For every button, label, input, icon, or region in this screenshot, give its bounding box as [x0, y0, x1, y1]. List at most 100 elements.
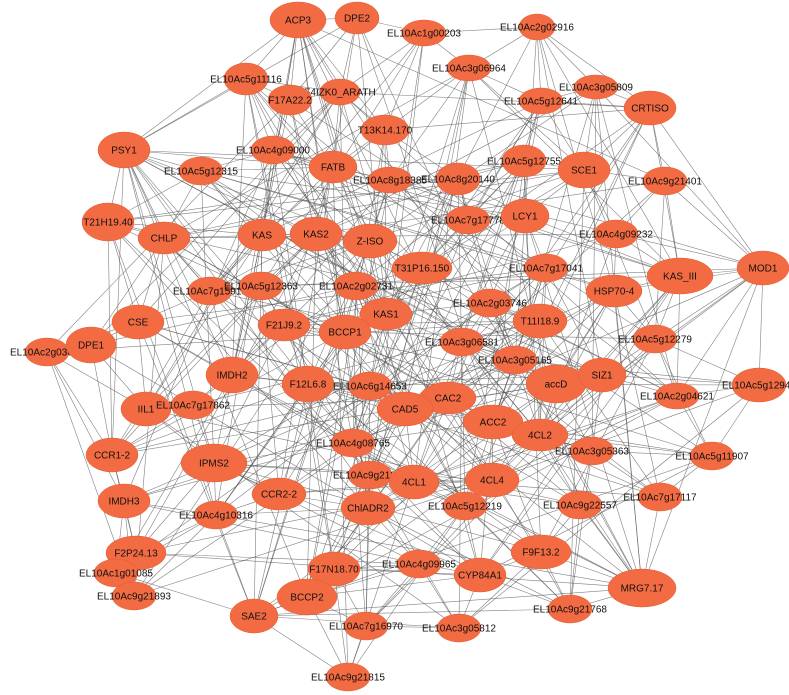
node-ellipse — [731, 367, 787, 403]
node-ellipse — [347, 371, 393, 401]
node-ellipse — [445, 205, 491, 235]
network-edge — [583, 169, 656, 340]
network-node: EL10Ac4g10316 — [179, 500, 253, 530]
node-label: T11I18.9 — [521, 317, 560, 328]
network-edge — [458, 384, 760, 629]
node-label: IMDH3 — [108, 497, 140, 508]
network-edge — [315, 178, 459, 235]
node-label: MOD1 — [749, 264, 778, 275]
node-label: EL10Ac7g15915 — [173, 287, 247, 298]
node-label: EL10Ac8g20140 — [421, 175, 495, 186]
network-node: EL10Ac2g04621 — [640, 382, 714, 410]
network-edge — [283, 267, 547, 326]
node-ellipse — [229, 598, 279, 634]
node-ellipse — [250, 135, 296, 165]
network-node: KAS1 — [359, 297, 413, 331]
node-label: T31P16.150 — [395, 264, 450, 275]
node-ellipse — [585, 274, 643, 308]
network-edge — [90, 344, 481, 576]
network-edge — [90, 237, 165, 346]
network-node: F17N18.70 — [307, 551, 361, 587]
network-node: Z-ISO — [342, 223, 398, 259]
network-edge — [536, 26, 651, 109]
node-label: F4IZK0_ARATH — [304, 88, 376, 99]
network-edge — [352, 285, 357, 444]
network-edge — [115, 302, 491, 574]
network-node: EL10Ac1g01085 — [79, 558, 153, 588]
network-edge — [261, 234, 603, 376]
node-label: EL10Ac3g05363 — [555, 447, 629, 458]
network-node: EL10Ac5g12946 — [722, 367, 789, 403]
node-ellipse — [170, 390, 216, 420]
network-node: CSE — [111, 304, 165, 340]
network-edge — [306, 129, 386, 598]
network-node: KAS — [237, 218, 287, 252]
network-edge — [369, 240, 463, 343]
network-edge — [339, 91, 651, 109]
node-label: EL10Ac8g18385 — [353, 176, 427, 187]
node-ellipse — [646, 257, 714, 295]
node-ellipse — [187, 276, 233, 306]
node-ellipse — [654, 382, 700, 410]
node-ellipse — [593, 219, 639, 249]
network-node: EL10Ac5g12641 — [504, 87, 578, 115]
node-ellipse — [318, 314, 372, 350]
node-ellipse — [120, 391, 172, 427]
network-edge — [297, 19, 386, 131]
network-edge — [200, 170, 547, 269]
node-label: EL10Ac7g17862 — [156, 401, 230, 412]
network-node: EL10Ac5g12363 — [224, 271, 298, 301]
network-edge — [90, 344, 113, 456]
node-ellipse — [360, 114, 410, 146]
node-ellipse — [276, 578, 338, 616]
network-node: T11I18.9 — [512, 303, 568, 339]
node-ellipse — [442, 491, 488, 521]
network-node: EL10Ac1g00203 — [387, 19, 461, 47]
node-ellipse — [446, 54, 492, 82]
node-label: EL10Ac2g02731 — [319, 282, 393, 293]
network-edge — [297, 19, 371, 242]
node-ellipse — [435, 162, 481, 196]
node-label: IPMS2 — [199, 459, 229, 470]
network-edge — [111, 383, 557, 456]
network-edge — [231, 78, 247, 376]
network-edge — [461, 341, 643, 589]
network-edge — [261, 100, 542, 236]
network-edge — [278, 479, 493, 495]
node-label: EL10Ac9g21768 — [533, 605, 607, 616]
network-edge — [115, 572, 255, 617]
network-node: T13K14.170 — [358, 114, 413, 146]
network-node: IMDH2 — [205, 356, 259, 394]
network-edge — [404, 180, 666, 410]
network-edge — [123, 149, 233, 376]
network-edge — [514, 215, 526, 361]
network-node: EL10Ac7g17778 — [431, 205, 505, 235]
node-ellipse — [333, 271, 379, 301]
node-label: CYP84A1 — [458, 571, 502, 582]
node-ellipse — [65, 326, 117, 364]
network-node: F9F13.2 — [510, 534, 572, 570]
node-label: 4CL1 — [402, 478, 426, 489]
network-edge — [163, 67, 470, 239]
node-ellipse — [569, 436, 615, 466]
network-edge — [135, 552, 643, 589]
node-label: IIL1 — [138, 405, 155, 416]
node-ellipse — [180, 443, 248, 483]
network-edge — [209, 91, 341, 292]
node-label: EL10Ac5g11907 — [675, 452, 749, 463]
node-label: EL10Ac4g09965 — [382, 560, 456, 571]
node-label: EL10Ac3g05809 — [559, 83, 633, 94]
node-ellipse — [573, 74, 619, 100]
node-label: EL10Ac2g02916 — [500, 23, 574, 34]
node-ellipse — [511, 418, 569, 452]
network-node: EL10Ac4g09232 — [579, 219, 653, 249]
node-label: accD — [545, 380, 568, 391]
node-ellipse — [251, 477, 307, 511]
network-edge — [591, 86, 597, 452]
node-label: EL10Ac6g14653 — [333, 382, 407, 393]
node-ellipse — [518, 13, 556, 41]
node-label: SIZ1 — [591, 371, 613, 382]
network-node: SCE1 — [557, 151, 611, 189]
network-node: DPE2 — [334, 1, 380, 35]
network-node: IPMS2 — [180, 443, 248, 483]
